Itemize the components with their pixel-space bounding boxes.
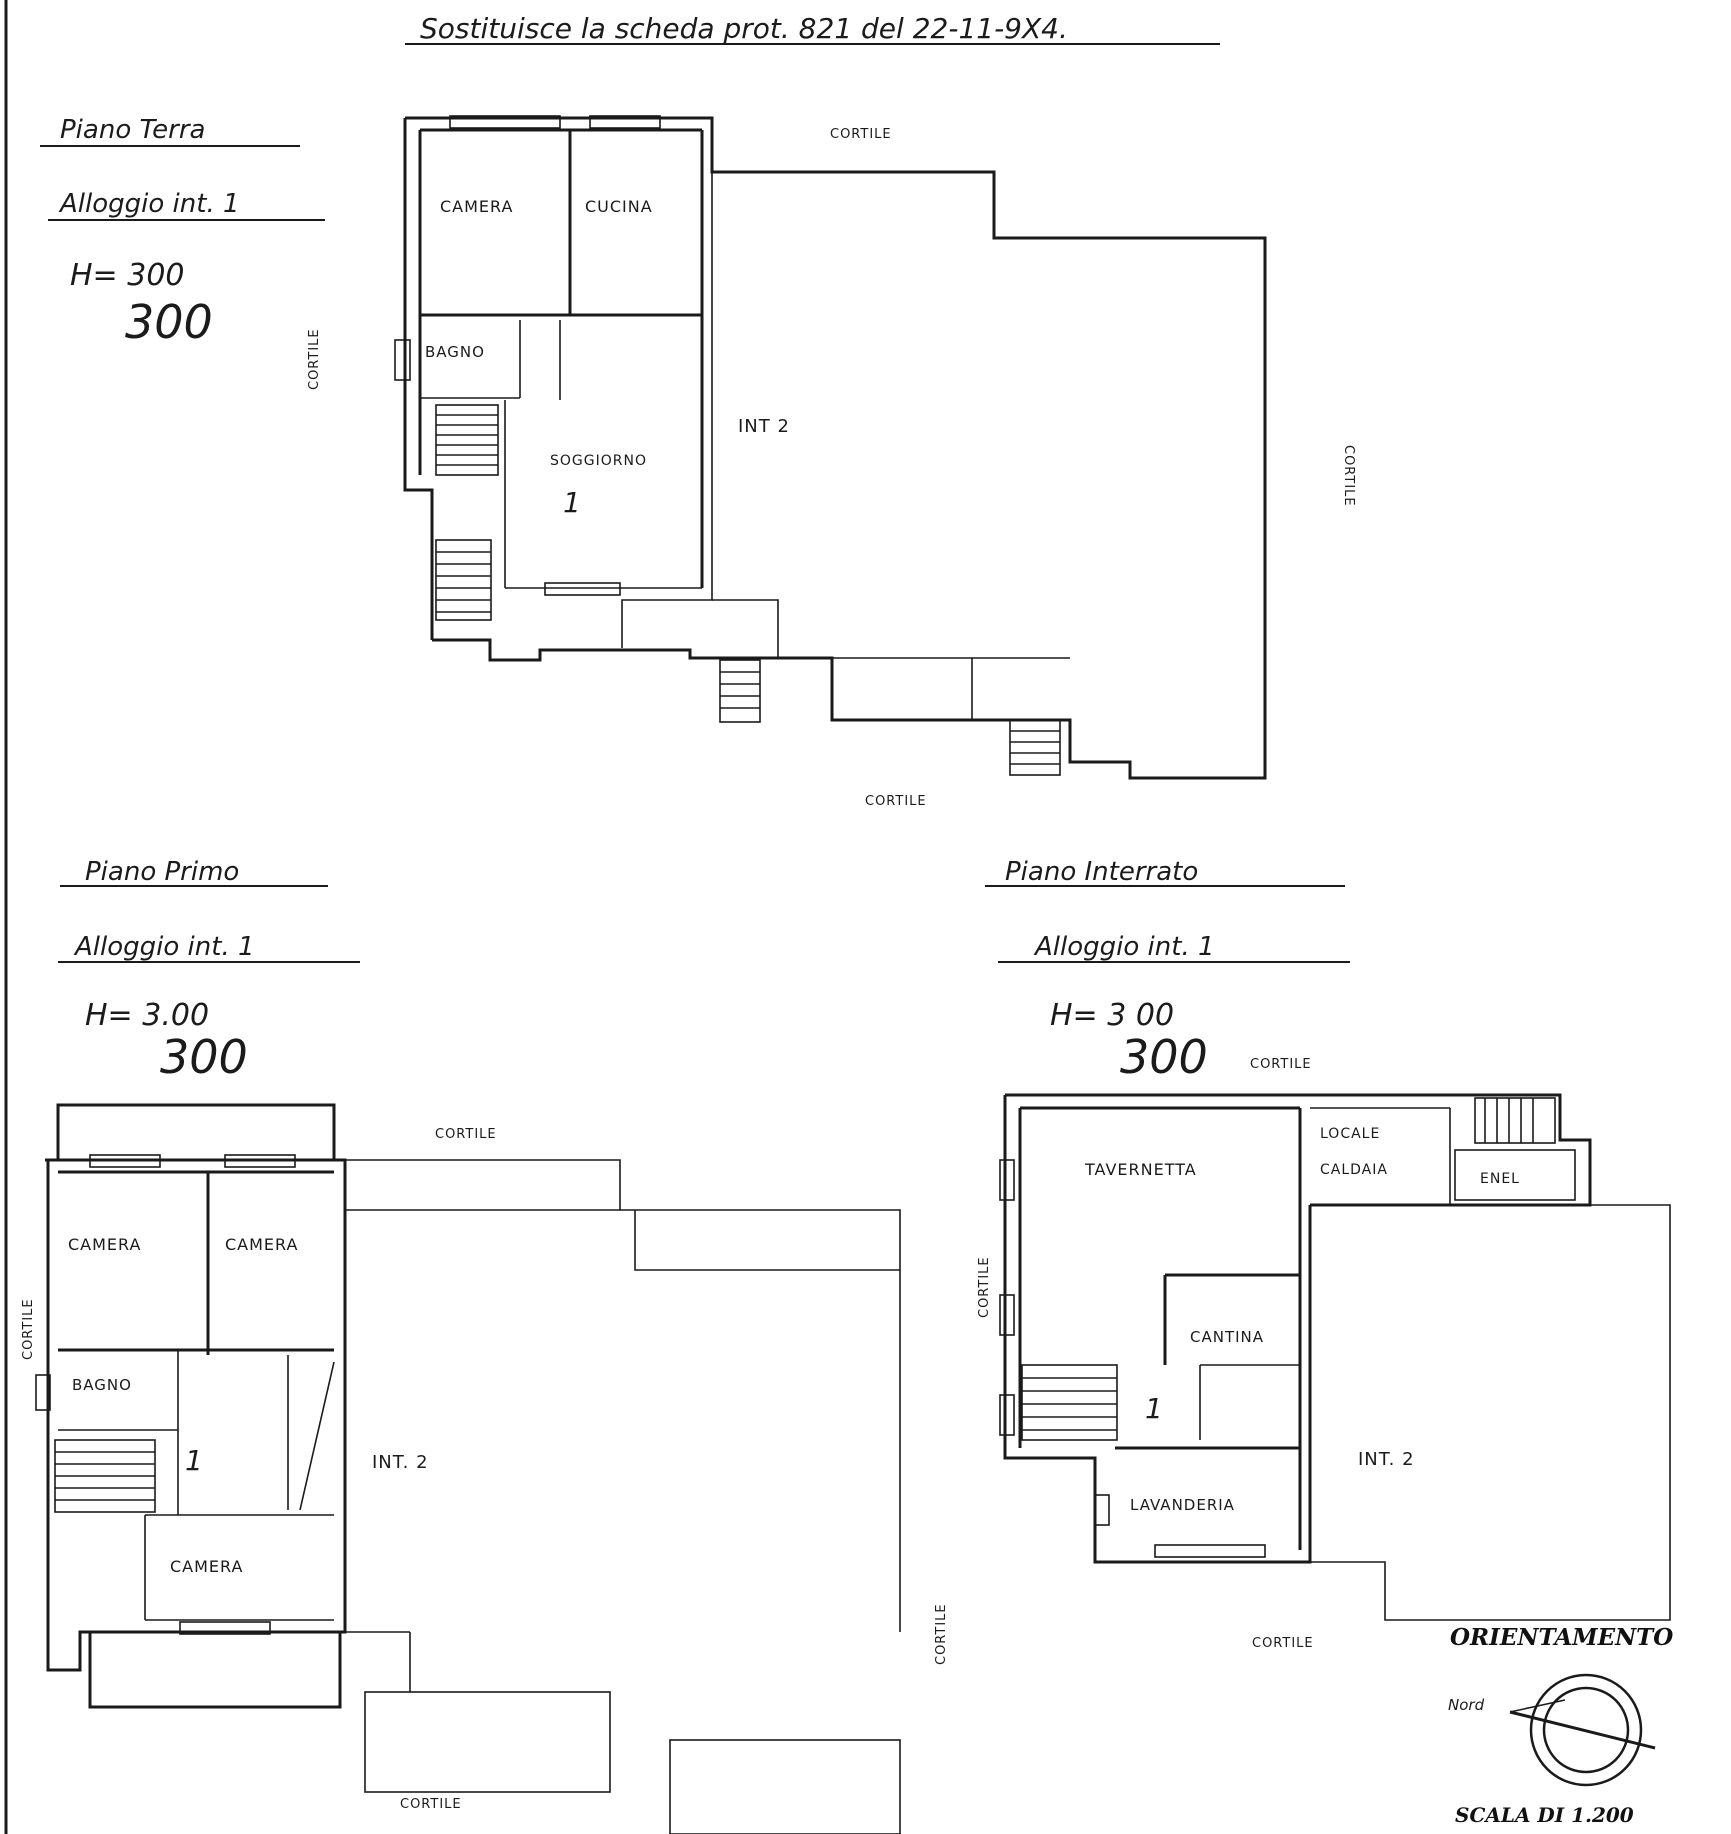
basement-stair-1: [1021, 1364, 1118, 1441]
first-floor-unit-title: Alloggio int. 1: [73, 932, 255, 962]
first-floor-cortile-top: CORTILE: [435, 1127, 497, 1142]
first-floor-cortile-left: CORTILE: [21, 1298, 36, 1360]
compass-icon: [1509, 1673, 1656, 1787]
ground-floor-int2: INT 2: [738, 416, 790, 437]
basement-height-value: 300: [1120, 1030, 1208, 1084]
basement-cortile-top: CORTILE: [1250, 1057, 1312, 1072]
basement-cortile-left: CORTILE: [977, 1256, 992, 1318]
first-floor-int2: INT. 2: [372, 1452, 429, 1473]
first-floor-room-camera-right: CAMERA: [225, 1235, 298, 1254]
basement-height-label: H= 3 00: [1050, 998, 1174, 1033]
first-floor-room-camera-left: CAMERA: [68, 1235, 141, 1254]
first-floor-height-value: 300: [160, 1030, 248, 1084]
basement-unit-title: Alloggio int. 1: [1033, 932, 1215, 962]
ground-floor-cortile-top: CORTILE: [830, 127, 892, 142]
ground-floor-block: Piano Terra Alloggio int. 1 H= 300 300: [40, 115, 1356, 809]
ground-floor-unit-number: 1: [563, 486, 581, 519]
ground-floor-height-label: H= 300: [70, 258, 185, 293]
basement-title: Piano Interrato: [1005, 857, 1198, 887]
ground-floor-height-value: 300: [125, 295, 213, 349]
first-floor-unit-number: 1: [185, 1444, 203, 1477]
ground-floor-unit-title: Alloggio int. 1: [58, 189, 240, 219]
ground-floor-stair-2: [435, 539, 492, 621]
basement-unit-number: 1: [1145, 1392, 1163, 1425]
first-floor-cortile-bottom: CORTILE: [400, 1797, 462, 1812]
ground-floor-room-bagno: BAGNO: [425, 343, 485, 361]
basement-room-enel: ENEL: [1480, 1171, 1520, 1187]
first-floor-title: Piano Primo: [85, 857, 239, 887]
first-floor-stair: [54, 1439, 156, 1513]
first-floor-height-label: H= 3.00: [85, 998, 209, 1033]
ground-floor-room-soggiorno: SOGGIORNO: [550, 453, 647, 469]
header-title: Sostituisce la scheda prot. 821 del 22-1…: [420, 12, 1068, 45]
basement-int2: INT. 2: [1358, 1449, 1415, 1470]
basement-room-cantina: CANTINA: [1190, 1328, 1264, 1346]
orientation-title: ORIENTAMENTO: [1450, 1624, 1673, 1651]
basement-room-tavernetta: TAVERNETTA: [1084, 1160, 1197, 1179]
basement-cortile-bottom: CORTILE: [1252, 1636, 1314, 1651]
first-floor-room-camera-bottom: CAMERA: [170, 1557, 243, 1576]
ground-floor-cortile-right: CORTILE: [1341, 445, 1356, 507]
basement-room-lavanderia: LAVANDERIA: [1130, 1496, 1235, 1514]
basement-block: Piano Interrato Alloggio int. 1 H= 3 00 …: [977, 857, 1671, 1651]
ground-floor-title: Piano Terra: [60, 115, 205, 145]
ground-floor-stair-1: [435, 404, 499, 476]
first-floor-block: Piano Primo Alloggio int. 1 H= 3.00 300: [21, 857, 949, 1834]
first-floor-plan: [35, 1103, 901, 1834]
ground-floor-room-camera: CAMERA: [440, 197, 513, 216]
basement-room-locale: LOCALE: [1320, 1126, 1380, 1142]
first-floor-cortile-right: CORTILE: [934, 1603, 949, 1665]
legend-block: ORIENTAMENTO Nord SCALA DI 1.200: [1448, 1624, 1673, 1827]
first-floor-room-bagno: BAGNO: [72, 1376, 132, 1394]
ground-floor-room-cucina: CUCINA: [585, 197, 653, 216]
ground-floor-cortile-bottom: CORTILE: [865, 794, 927, 809]
north-label: Nord: [1448, 1696, 1485, 1714]
ground-floor-stair-4: [1009, 719, 1061, 776]
ground-floor-plan: [394, 115, 1267, 780]
basement-stair-2: [1474, 1097, 1556, 1144]
ground-floor-cortile-left: CORTILE: [307, 328, 322, 390]
basement-plan: [999, 1093, 1671, 1621]
basement-room-caldaia: CALDAIA: [1320, 1162, 1388, 1178]
scale-label: SCALA DI 1.200: [1455, 1803, 1634, 1827]
ground-floor-stair-3: [719, 659, 761, 723]
